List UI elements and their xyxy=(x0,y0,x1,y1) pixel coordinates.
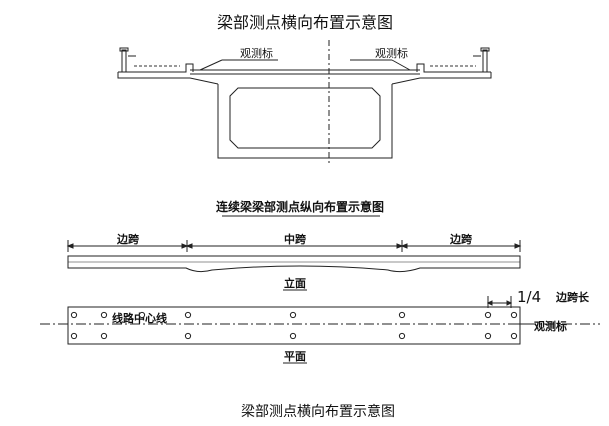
observation-point xyxy=(184,311,192,319)
span-dimension-line xyxy=(66,240,522,252)
observation-point xyxy=(510,311,518,319)
observation-point xyxy=(484,311,492,319)
observation-points xyxy=(70,311,518,340)
observation-point xyxy=(100,311,108,319)
quarter-span-dimension xyxy=(486,296,513,308)
girder-plan-outline xyxy=(67,306,521,345)
span-left-label: 边跨 xyxy=(116,232,140,246)
cross-section-leaders xyxy=(199,59,411,71)
girder-elevation-profile xyxy=(67,255,521,273)
span-middle-label: 中跨 xyxy=(284,232,307,246)
observation-point xyxy=(398,311,406,319)
figure-caption: 梁部测点横向布置示意图 xyxy=(241,403,395,420)
quarter-ratio-label: 1/4 xyxy=(517,288,541,306)
span-right-label: 边跨 xyxy=(449,232,473,246)
observation-point xyxy=(398,332,406,340)
observation-point xyxy=(484,332,492,340)
observation-point xyxy=(289,332,297,340)
observation-mark-right-label: 观测标 xyxy=(375,46,408,60)
observation-point xyxy=(100,332,108,340)
observation-mark-left-label: 观测标 xyxy=(240,46,273,60)
route-centerline-label: 线路中心线 xyxy=(112,311,167,325)
observation-point xyxy=(289,311,297,319)
cross-section-title: 梁部测点横向布置示意图 xyxy=(217,13,393,32)
observation-point xyxy=(184,332,192,340)
box-girder-cross-section xyxy=(117,47,492,159)
observation-point xyxy=(70,332,78,340)
observation-marker-label: 观测标 xyxy=(534,319,567,333)
observation-point xyxy=(70,311,78,319)
longitudinal-title: 连续梁梁部测点纵向布置示意图 xyxy=(216,199,384,214)
quarter-span-suffix-label: 边跨长 xyxy=(555,290,590,304)
observation-point xyxy=(510,332,518,340)
elevation-label: 立面 xyxy=(284,276,306,290)
observation-point xyxy=(138,311,146,319)
plan-label: 平面 xyxy=(284,350,306,363)
